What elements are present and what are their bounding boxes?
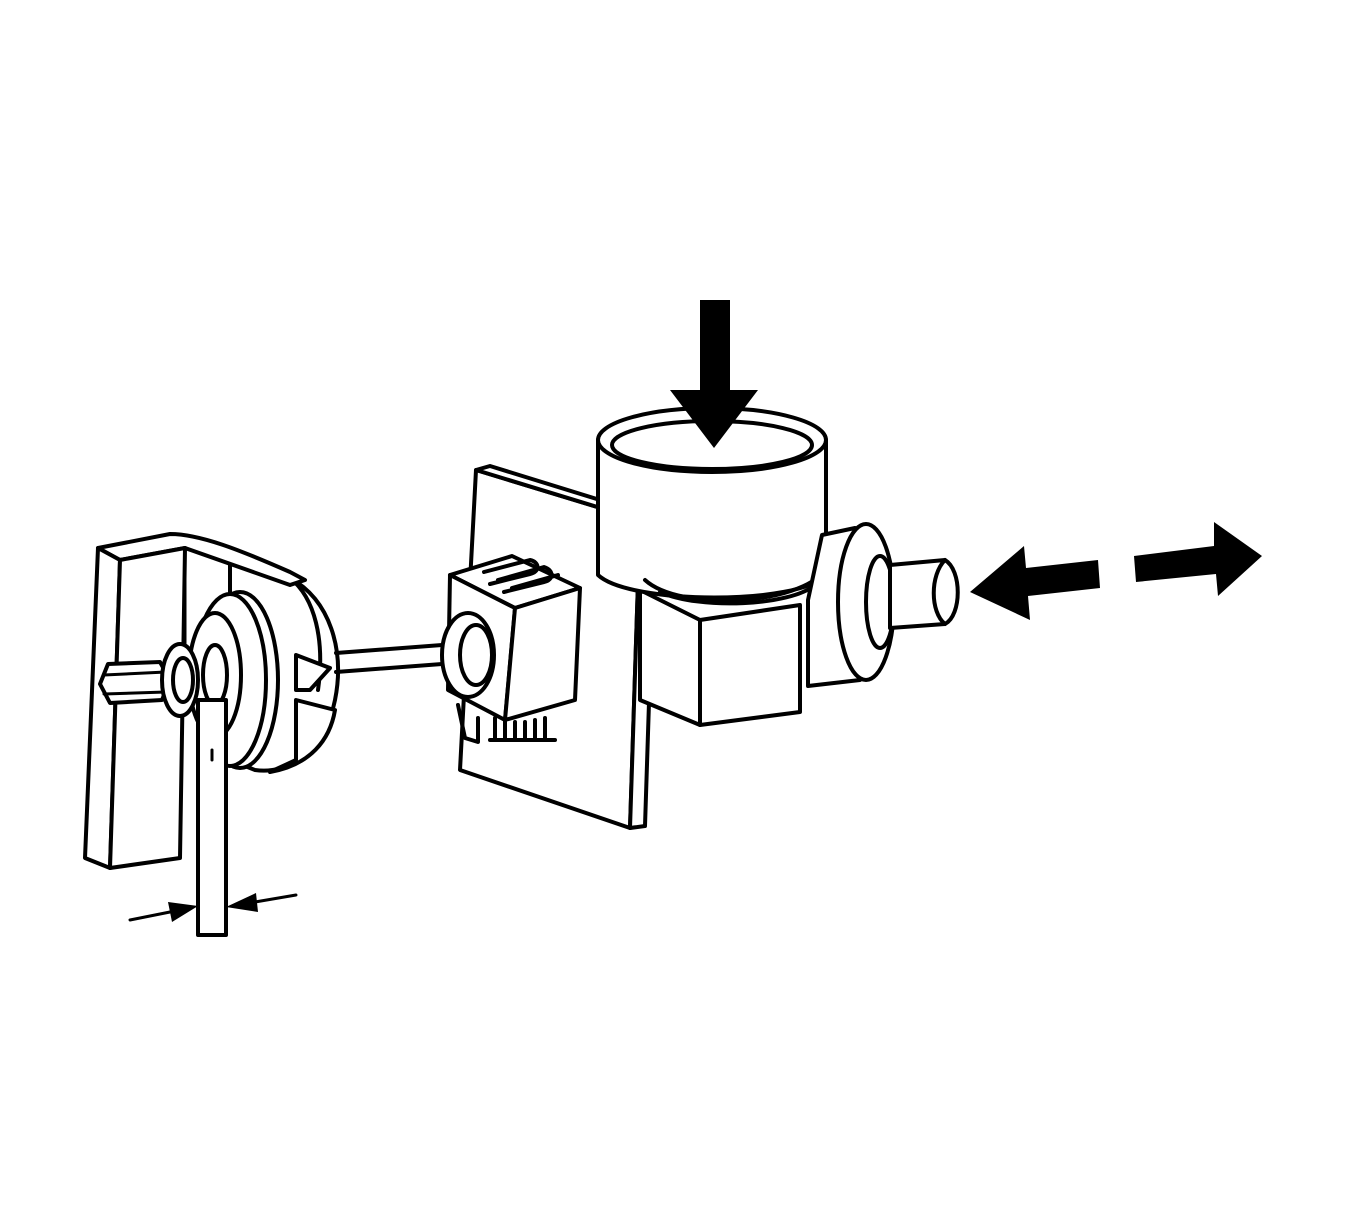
hex-bolt [98,642,200,718]
connector-side [503,586,582,722]
down-arrow-icon [670,300,758,448]
plunger-tip [888,558,960,630]
feeler-gauge [196,698,228,937]
switch-connector [440,554,582,744]
gap-measurement-arrows-icon [128,893,298,922]
housing-lower-block [638,588,702,727]
bracket-top-edge [96,532,307,587]
plunger-assembly [806,522,960,688]
double-headed-dashed-arrow-icon [970,522,1262,620]
bracket-face [108,546,187,870]
hex-bolt-head [98,660,172,705]
